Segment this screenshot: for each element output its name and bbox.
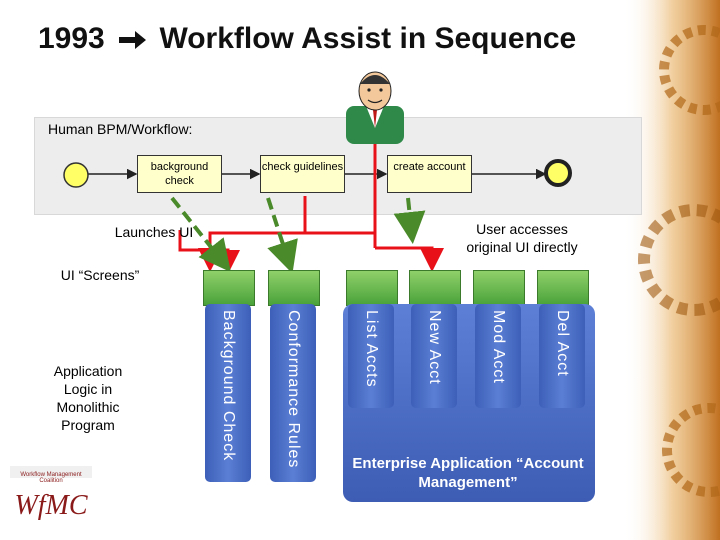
title-year: 1993 bbox=[38, 22, 105, 55]
task-check-guidelines: check guidelines bbox=[260, 155, 345, 193]
title-text: Workflow Assist in Sequence bbox=[159, 22, 577, 55]
end-event bbox=[544, 159, 572, 187]
ui-screen-del bbox=[537, 270, 589, 306]
module-background-check: Background Check bbox=[205, 304, 251, 482]
user-accesses-label: User accesses original UI directly bbox=[466, 221, 578, 255]
ui-screen-background bbox=[203, 270, 255, 306]
ui-screen-new bbox=[409, 270, 461, 306]
ui-screen-list bbox=[346, 270, 398, 306]
ui-screens-label: UI “Screens” bbox=[60, 267, 140, 283]
wfmc-logo: WfMC bbox=[10, 466, 92, 521]
ui-screen-mod bbox=[473, 270, 525, 306]
module-list-accts: List Accts bbox=[348, 304, 394, 408]
enterprise-application-label: Enterprise Application “Account Manageme… bbox=[352, 455, 584, 491]
svg-text:WfMC: WfMC bbox=[14, 490, 87, 521]
arrow-right-icon bbox=[119, 31, 147, 50]
green-arrow-2 bbox=[266, 197, 298, 274]
red-arrow-launch-rules bbox=[198, 196, 307, 272]
gear-decoration bbox=[624, 0, 720, 540]
module-conformance-rules: Conformance Rules bbox=[270, 304, 316, 482]
task-create-account: create account bbox=[387, 155, 472, 193]
green-arrow-3 bbox=[393, 197, 426, 244]
launches-ui-label: Launches UI bbox=[114, 224, 194, 240]
red-arrow-user-direct bbox=[375, 246, 444, 272]
page-title: 1993 Workflow Assist in Sequence bbox=[38, 22, 576, 56]
ui-screen-rules bbox=[268, 270, 320, 306]
module-del-acct: Del Acct bbox=[539, 304, 585, 408]
wfmc-small-text: Workflow Management Coalition bbox=[20, 472, 82, 484]
module-new-acct: New Acct bbox=[411, 304, 457, 408]
bpm-label: Human BPM/Workflow: bbox=[48, 121, 193, 137]
start-event bbox=[63, 162, 89, 188]
user-icon bbox=[346, 71, 404, 144]
green-arrow-1 bbox=[170, 196, 231, 273]
task-background-check: background check bbox=[137, 155, 222, 193]
module-mod-acct: Mod Acct bbox=[475, 304, 521, 408]
application-logic-label: Application Logic in Monolithic Program bbox=[53, 363, 123, 433]
